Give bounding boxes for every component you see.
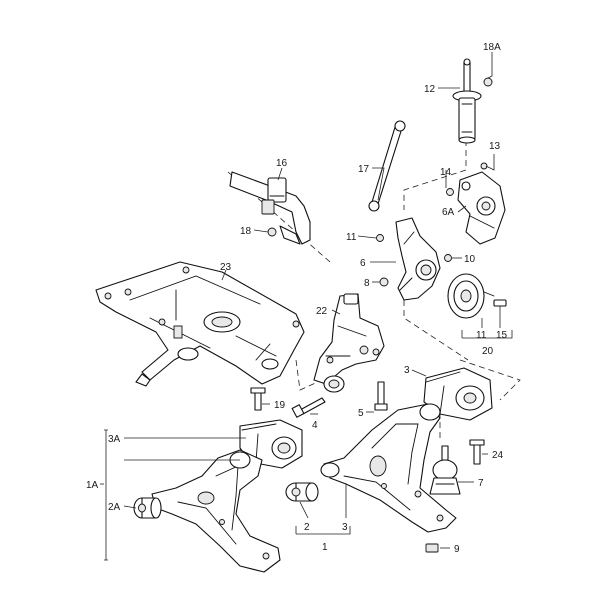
callout-24: 24 (492, 450, 504, 461)
callout-3-lower: 3 (342, 522, 348, 533)
wheel-hub (447, 273, 507, 319)
callout-11-lower: 11 (476, 330, 487, 341)
callout-16: 16 (276, 158, 288, 169)
nut-9 (425, 543, 439, 553)
callout-9: 9 (454, 544, 460, 555)
callout-6: 6 (360, 258, 366, 269)
callout-18A: 18A (483, 42, 501, 53)
callout-labels: 18A 12 13 14 6A 16 17 18 11 10 6 8 23 22… (86, 42, 508, 555)
callout-1A: 1A (86, 480, 99, 491)
callout-1: 1 (322, 542, 328, 553)
bolt-5 (374, 381, 388, 411)
bushing-2 (285, 482, 319, 502)
callout-6A: 6A (442, 207, 455, 218)
callout-23: 23 (220, 262, 232, 273)
callout-3A: 3A (108, 434, 121, 445)
callout-12: 12 (424, 84, 436, 95)
callout-7: 7 (478, 478, 484, 489)
bearing-bracket-3A (239, 419, 303, 469)
callout-13: 13 (489, 141, 501, 152)
subframe (95, 261, 305, 387)
callout-14: 14 (440, 167, 452, 178)
callout-22: 22 (316, 306, 328, 317)
wishbone-1A (151, 449, 281, 573)
bushing-2A (133, 497, 162, 519)
callout-17: 17 (358, 164, 370, 175)
callout-15: 15 (496, 330, 508, 341)
callout-2: 2 (304, 522, 310, 533)
strut-assembly (452, 58, 493, 144)
leader-lines (100, 52, 513, 561)
bolt-24 (469, 439, 485, 465)
wheel-bearing-housing-6A (446, 162, 506, 245)
coupling-rod (368, 120, 406, 212)
callout-2A: 2A (108, 502, 121, 513)
callout-20: 20 (482, 346, 494, 357)
bolt-19 (250, 387, 266, 411)
callout-4: 4 (312, 420, 318, 431)
wheel-bearing-housing-6 (376, 217, 452, 301)
callout-19: 19 (274, 400, 286, 411)
callout-5: 5 (358, 408, 364, 419)
wishbone-1 (320, 403, 457, 533)
callout-3-upper: 3 (404, 365, 410, 376)
ball-joint (429, 445, 461, 495)
pendulum-support (313, 293, 385, 393)
callout-18: 18 (240, 226, 252, 237)
callout-8: 8 (364, 278, 370, 289)
bolt-4 (291, 397, 326, 418)
callout-10: 10 (464, 254, 476, 265)
callout-11-upper: 11 (346, 232, 357, 243)
anti-roll-bar (229, 171, 311, 245)
